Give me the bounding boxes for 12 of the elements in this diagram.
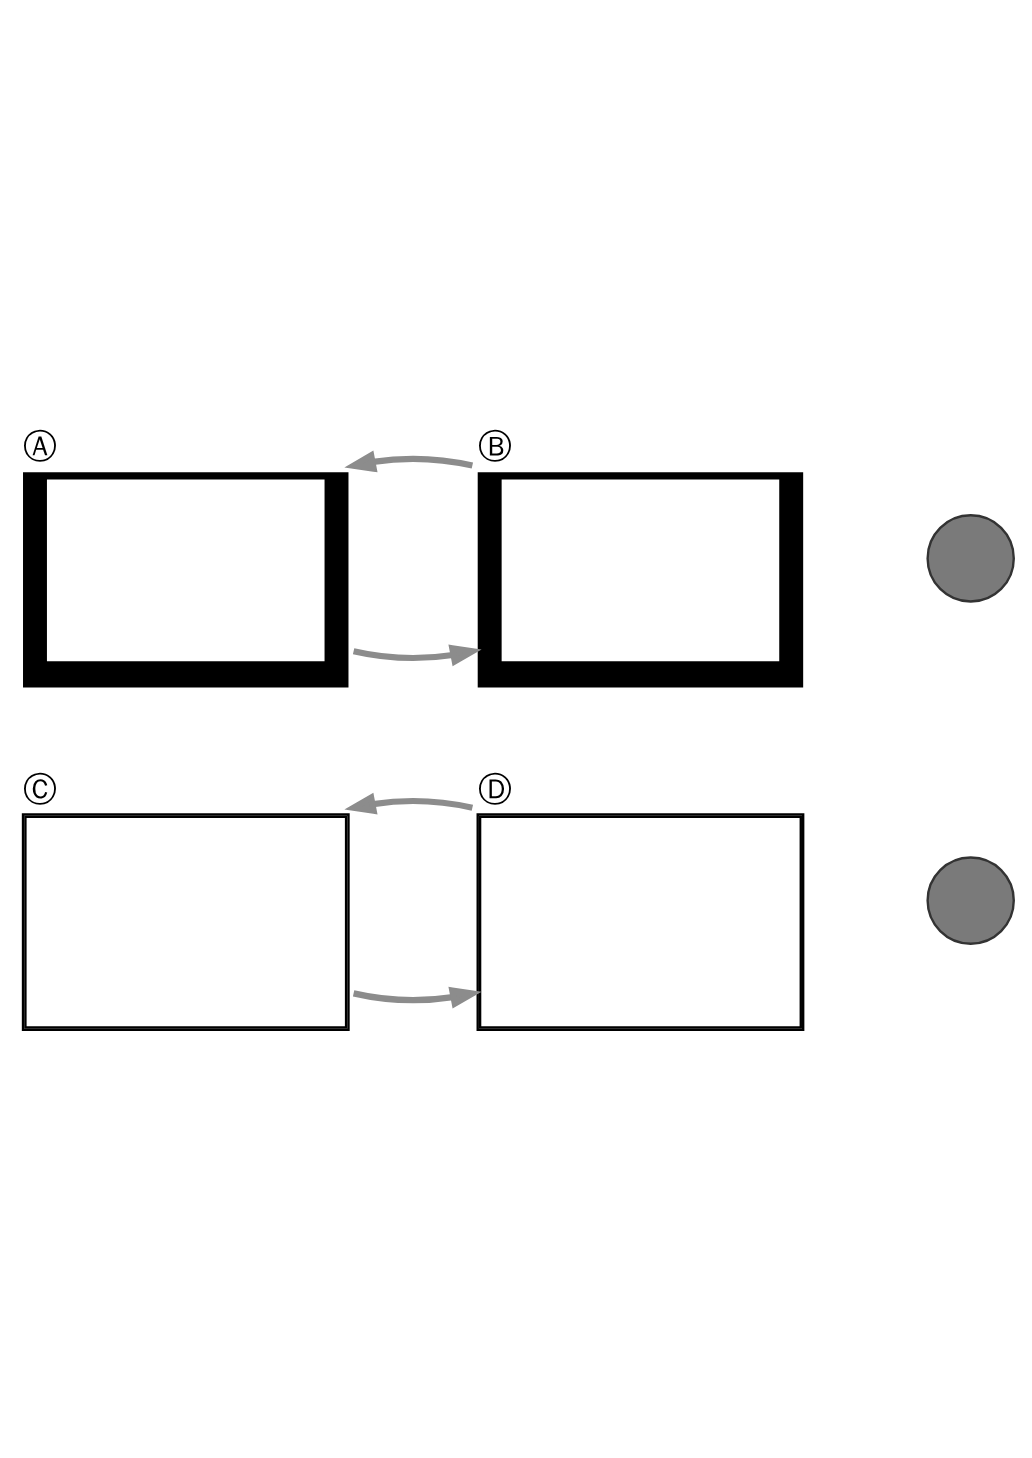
arrow — [344, 450, 473, 472]
node-label: Ⓑ — [477, 426, 512, 466]
node-circle — [926, 855, 1015, 945]
node-label: Ⓒ — [23, 769, 58, 809]
node-label: Ⓐ — [23, 426, 58, 466]
node-box — [477, 471, 804, 688]
arrow — [344, 792, 474, 814]
node-label: Ⓓ — [477, 769, 512, 809]
node-box — [23, 471, 349, 688]
node-circle — [926, 513, 1015, 603]
arrow — [352, 644, 482, 666]
arrow — [352, 986, 482, 1008]
